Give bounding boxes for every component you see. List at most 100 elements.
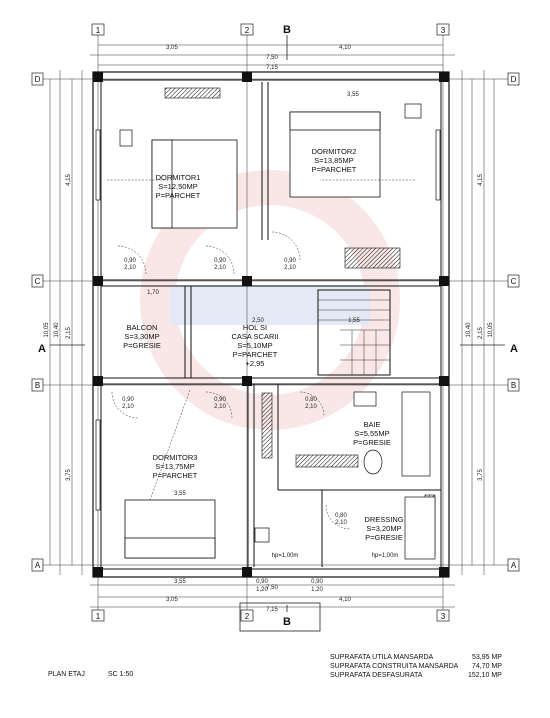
summary-label-2: SUPRAFATA CONSTRUITA MANSARDA: [330, 663, 459, 670]
dim-left-part-3: 3,75: [66, 469, 72, 481]
inner-dim-hol: 2,50: [252, 318, 264, 324]
door-dim-3a: 0,90: [284, 258, 296, 264]
dressing-cabinet: [404, 496, 436, 560]
door-dim-1b: 2,10: [124, 265, 136, 271]
inner-dim-hp1: hp=1,00m: [272, 553, 299, 559]
room-dormitor3-floor: P=PARCHET: [153, 471, 198, 480]
section-mark-left: A: [38, 343, 46, 355]
door-dim-5a: 0,90: [214, 397, 226, 403]
radiator-4: [295, 454, 359, 468]
grid-col-1-bottom: 1: [96, 612, 101, 621]
door-dim-2a: 0,90: [214, 258, 226, 264]
bathtub: [401, 391, 431, 477]
dim-bottom-mid-1: 0,90: [256, 579, 268, 585]
dim-bottom-total: 7,15: [266, 607, 278, 613]
door-dim-3b: 2,10: [284, 265, 296, 271]
radiator-2: [344, 247, 401, 269]
dim-right-part-2: 2,15: [478, 327, 484, 339]
door-dim-7a: 0,80: [335, 513, 347, 519]
section-mark-bottom: B: [283, 616, 291, 628]
room-hol-name2: CASA SCARII: [231, 332, 278, 341]
room-dormitor2-name: DORMITOR2: [312, 147, 357, 156]
dim-right-outer-2: 10,05: [488, 322, 494, 338]
grid-row-b-left: B: [35, 381, 40, 390]
bath-sink: [353, 391, 377, 407]
radiator-3: [261, 392, 273, 459]
grid-row-c-right: C: [511, 277, 517, 286]
dim-right-part-1: 4,15: [478, 174, 484, 186]
section-mark-top: B: [283, 24, 291, 36]
dim-left-outer: 10,05: [44, 322, 50, 338]
dim-left-part-1: 4,15: [66, 174, 72, 186]
door-dim-5b: 2,10: [214, 404, 226, 410]
radiator-1: [164, 87, 221, 99]
dim-top-part-1: 3,05: [166, 45, 178, 51]
dim-bottom-part-1: 3,05: [166, 597, 178, 603]
summary-label-1: SUPRAFATA UTILA MANSARDA: [330, 654, 434, 661]
grid-row-a-left: A: [35, 561, 41, 570]
toilet: [363, 449, 383, 475]
room-dormitor3-area: S=13,75MP: [155, 462, 194, 471]
room-dormitor1-name: DORMITOR1: [156, 173, 201, 182]
room-baie-area: S=5,55MP: [354, 429, 389, 438]
inner-dim-hp2: hp=1,00m: [372, 553, 399, 559]
wardrobe-1: [119, 129, 133, 147]
dim-bottom-in: 3,55: [174, 579, 186, 585]
dim-bottom-mid-3: 0,90: [311, 579, 323, 585]
summary-value-3: 152,10 MP: [468, 672, 502, 679]
grid-row-d-right: D: [511, 75, 517, 84]
grid-row-c-left: C: [35, 277, 41, 286]
plan-scale: SC 1:50: [108, 671, 134, 678]
grid-row-d-left: D: [35, 75, 41, 84]
summary-value-1: 53,95 MP: [472, 654, 502, 661]
door-dim-6b: 2,10: [305, 404, 317, 410]
room-dormitor1-floor: P=PARCHET: [156, 191, 201, 200]
room-balcon-area: S=3,30MP: [124, 332, 159, 341]
grid-col-3-top: 3: [441, 26, 446, 35]
grid-col-2-top: 2: [245, 26, 250, 35]
grid-col-3-bottom: 3: [441, 612, 446, 621]
room-baie-floor: P=GRESIE: [353, 438, 391, 447]
summary-value-2: 74,70 MP: [472, 663, 502, 670]
room-hol-name: HOL SI: [243, 323, 267, 332]
plan-title: PLAN ETAJ: [48, 671, 85, 678]
door-dim-4b: 2,10: [122, 404, 134, 410]
room-dormitor2-floor: P=PARCHET: [312, 165, 357, 174]
window-right-1: [435, 129, 441, 201]
door-dim-7b: 2,10: [335, 520, 347, 526]
room-dormitor1-area: S=12,50MP: [158, 182, 197, 191]
dim-top-part-2: 4,10: [339, 45, 351, 51]
window-left-2: [95, 419, 101, 511]
room-dormitor2-area: S=13,85MP: [314, 156, 353, 165]
chair-1: [254, 527, 270, 543]
room-balcon-name: BALCON: [127, 323, 158, 332]
grid-row-b-right: B: [511, 381, 516, 390]
grid-row-a-right: A: [511, 561, 517, 570]
room-balcon-floor: P=GRESIE: [123, 341, 161, 350]
dim-bottom-total-2: 7,50: [266, 585, 278, 591]
inner-dim-d1: 3,55: [347, 92, 359, 98]
room-hol-level: +2,95: [246, 359, 265, 368]
dim-bottom-part-2: 4,10: [339, 597, 351, 603]
wardrobe-2: [404, 103, 422, 119]
room-dressing-name: DRESSING: [364, 515, 403, 524]
inner-dim-d3: 3,55: [174, 491, 186, 497]
dim-bottom-mid-2: 1,20: [256, 587, 268, 593]
section-mark-right: A: [510, 343, 518, 355]
dim-left-outer-2: 10,40: [54, 322, 60, 338]
room-dormitor3-name: DORMITOR3: [153, 453, 198, 462]
room-hol-area: S=5,10MP: [237, 341, 272, 350]
room-dressing-area: S=3,20MP: [366, 524, 401, 533]
summary-label-3: SUPRAFATA DESFASURATA: [330, 672, 423, 679]
room-hol-floor: P=PARCHET: [233, 350, 278, 359]
door-dim-1a: 0,90: [124, 258, 136, 264]
exterior-walls: [92, 71, 450, 578]
grid-col-1-top: 1: [96, 26, 101, 35]
door-dim-2b: 2,10: [214, 265, 226, 271]
dim-top-total: 7,50: [266, 55, 278, 61]
inner-dim-stair: 1,55: [348, 318, 360, 324]
dim-bottom-mid-4: 1,20: [311, 587, 323, 593]
grid-col-2-bottom: 2: [245, 612, 250, 621]
room-dressing-floor: P=GRESIE: [365, 533, 403, 542]
